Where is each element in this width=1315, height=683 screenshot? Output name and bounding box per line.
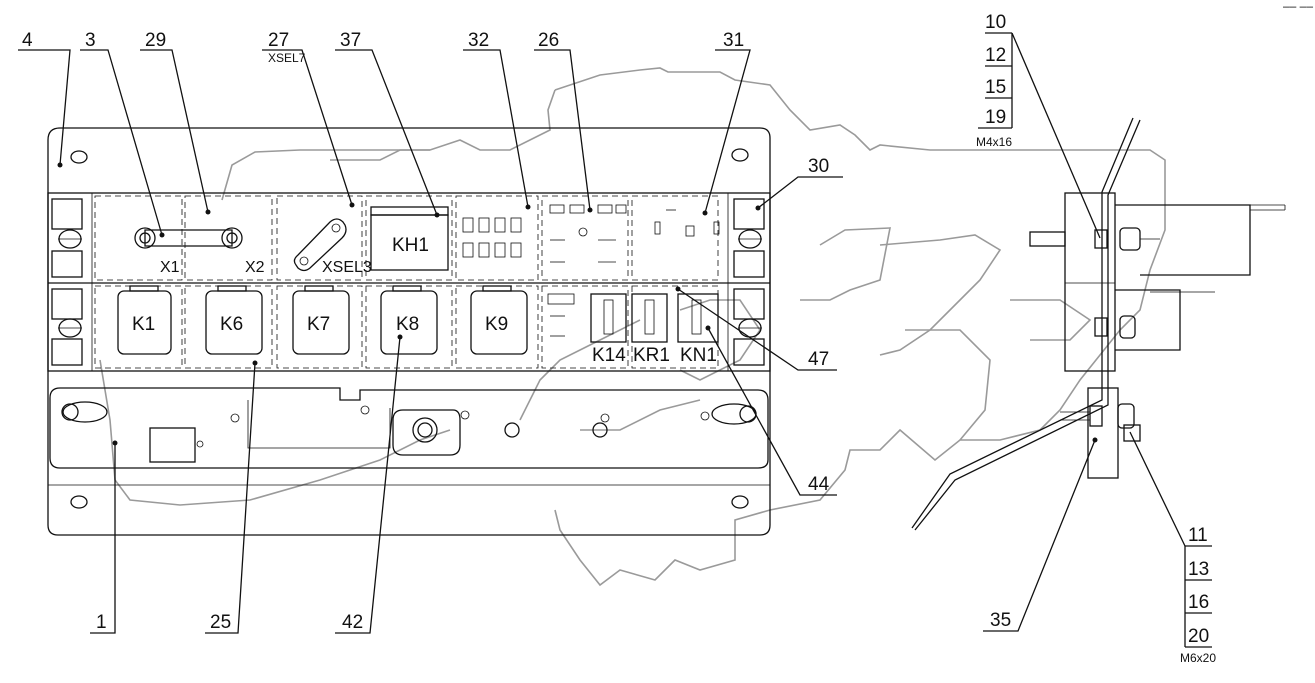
end-terminal-right	[733, 198, 765, 366]
relay-labels-bottom: K1 K6 K7 K8 K9 K14 KR1 KN1	[132, 314, 717, 366]
callouts-bottom: 1 25 42 35	[96, 610, 1011, 633]
label-x1: X1	[160, 259, 180, 276]
label-k14: K14	[592, 345, 626, 366]
label-k7: K7	[307, 314, 330, 335]
end-terminal-left	[51, 198, 83, 366]
callout-37: 37	[340, 30, 361, 51]
callout-1: 1	[96, 612, 107, 633]
fastener-stack-bottom: 11 13 16 20 M6x20	[1180, 525, 1216, 665]
callout-29: 29	[145, 30, 166, 51]
fastener-20: 20	[1188, 626, 1209, 647]
callout-44: 44	[808, 474, 830, 495]
fastener-19: 19	[985, 107, 1006, 128]
fastener-11: 11	[1188, 525, 1208, 546]
fastener-spec-m4x16: M4x16	[976, 135, 1012, 149]
top-row-modules	[94, 195, 720, 281]
callout-47: 47	[808, 349, 829, 370]
fastener-10: 10	[985, 12, 1006, 33]
corner-mark: –– ––	[1283, 0, 1313, 13]
fastener-spec-m6x20: M6x20	[1180, 651, 1216, 665]
callout-30: 30	[808, 156, 829, 177]
label-k1: K1	[132, 314, 155, 335]
din-rail-frame	[47, 192, 771, 372]
mounting-plate	[47, 127, 771, 536]
lower-bracket	[49, 387, 769, 469]
fastener-15: 15	[985, 77, 1006, 98]
label-kr1: KR1	[633, 345, 670, 366]
fastener-13: 13	[1188, 559, 1209, 580]
leader-lines	[18, 32, 1186, 634]
callout-4: 4	[22, 30, 33, 51]
label-xsel3: XSEL3	[322, 259, 372, 276]
fastener-16: 16	[1188, 592, 1209, 613]
side-view	[911, 117, 1286, 531]
callout-26: 26	[538, 30, 559, 51]
callout-27-sub: XSEL7	[268, 51, 306, 65]
label-k8: K8	[396, 314, 419, 335]
callouts-top: 4 3 29 27 XSEL7 37 32 26 31	[22, 30, 744, 65]
label-k9: K9	[485, 314, 508, 335]
label-kh1: KH1	[392, 235, 429, 256]
fastener-12: 12	[985, 45, 1006, 66]
callout-35: 35	[990, 610, 1011, 631]
callout-31: 31	[723, 30, 744, 51]
leader-dots	[57, 162, 1098, 446]
relay-labels-top: X1 X2 XSEL3 KH1	[160, 235, 429, 276]
callout-25: 25	[210, 612, 231, 633]
callouts-right: 30 47 44	[808, 156, 830, 495]
label-k6: K6	[220, 314, 243, 335]
label-x2: X2	[245, 259, 265, 276]
fastener-stack-top: 10 12 15 19 M4x16	[976, 12, 1013, 149]
callout-42: 42	[342, 612, 363, 633]
callout-32: 32	[468, 30, 489, 51]
callout-27: 27	[268, 30, 289, 51]
label-kn1: KN1	[680, 345, 717, 366]
bottom-row-modules	[94, 285, 719, 369]
callout-3: 3	[85, 30, 96, 51]
